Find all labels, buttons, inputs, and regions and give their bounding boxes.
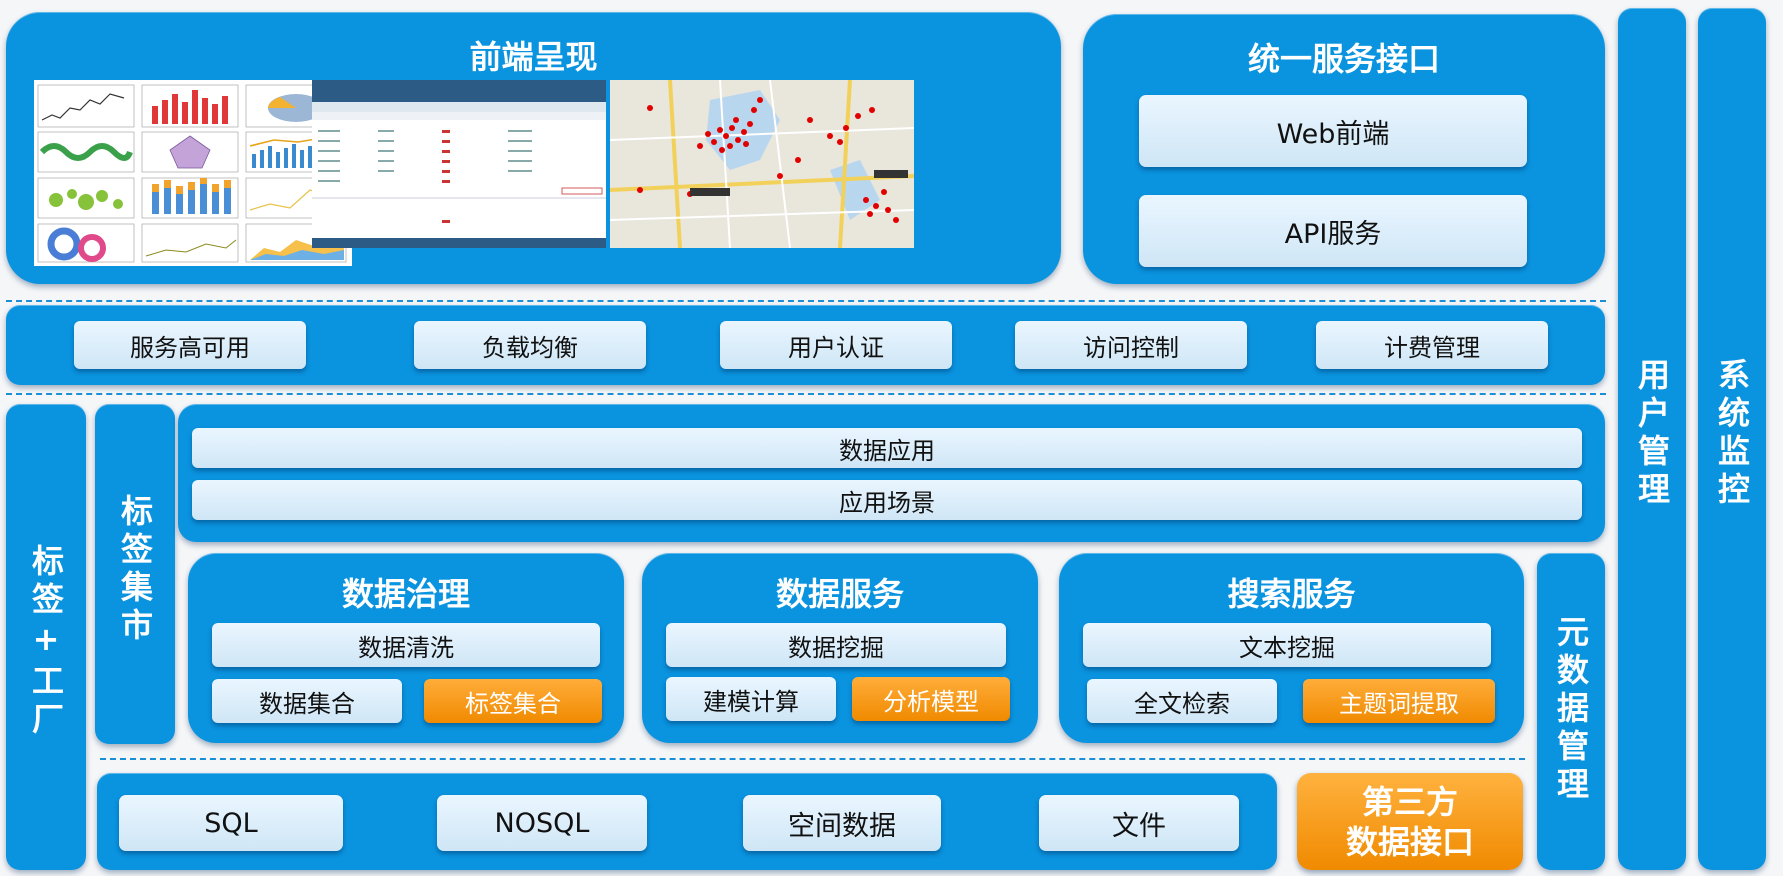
source-nosql: NOSQL bbox=[437, 795, 647, 851]
metadata-management-column: 元数据管理 bbox=[1537, 553, 1605, 870]
divider-bottom bbox=[100, 758, 1525, 760]
web-frontend-box: Web前端 bbox=[1139, 95, 1527, 167]
source-spatial-data: 空间数据 bbox=[743, 795, 941, 851]
data-mining-box: 数据挖掘 bbox=[666, 623, 1006, 667]
search-service-title: 搜索服务 bbox=[1227, 575, 1356, 613]
unified-service-panel: 统一服务接口 Web前端 API服务 bbox=[1083, 14, 1605, 284]
api-service-box: API服务 bbox=[1139, 195, 1527, 267]
data-governance-title: 数据治理 bbox=[341, 575, 470, 613]
data-governance-panel: 数据治理 数据清洗 数据集合 标签集合 bbox=[188, 553, 624, 743]
service-access-control: 访问控制 bbox=[1015, 321, 1247, 369]
divider-middle bbox=[6, 393, 1606, 395]
user-management-column: 用户管理 bbox=[1618, 8, 1686, 870]
system-monitor-label: 系统监控 bbox=[1713, 358, 1751, 510]
data-collection-box: 数据集合 bbox=[212, 679, 402, 723]
service-high-availability: 服务高可用 bbox=[74, 321, 306, 369]
service-load-balancing: 负载均衡 bbox=[414, 321, 646, 369]
frontend-panel: 前端呈现 bbox=[6, 12, 1061, 284]
service-billing: 计费管理 bbox=[1316, 321, 1548, 369]
system-monitor-column: 系统监控 bbox=[1698, 8, 1766, 870]
third-party-line1: 第三方 bbox=[1361, 782, 1458, 821]
user-management-label: 用户管理 bbox=[1633, 358, 1671, 510]
tag-market-label: 标签集市 bbox=[116, 494, 154, 646]
tag-market-column: 标签集市 bbox=[95, 404, 175, 744]
topic-extraction-box: 主题词提取 bbox=[1303, 679, 1495, 723]
third-party-data-interface: 第三方 数据接口 bbox=[1297, 773, 1523, 870]
service-user-auth: 用户认证 bbox=[720, 321, 952, 369]
frontend-title: 前端呈现 bbox=[469, 38, 598, 76]
source-sql: SQL bbox=[119, 795, 343, 851]
data-service-panel: 数据服务 数据挖掘 建模计算 分析模型 bbox=[642, 553, 1038, 743]
data-application-bar: 数据应用 bbox=[192, 428, 1582, 468]
tag-factory-label: 标签+工厂 bbox=[27, 544, 65, 740]
metadata-management-label: 元数据管理 bbox=[1552, 615, 1590, 805]
analysis-model-box: 分析模型 bbox=[852, 677, 1010, 721]
map-screenshot bbox=[610, 80, 914, 248]
unified-title: 统一服务接口 bbox=[1247, 40, 1440, 78]
data-sources-panel: SQL NOSQL 空间数据 文件 bbox=[97, 773, 1277, 870]
data-cleaning-box: 数据清洗 bbox=[212, 623, 600, 667]
third-party-line2: 数据接口 bbox=[1345, 822, 1474, 861]
tag-factory-column: 标签+工厂 bbox=[6, 404, 86, 870]
modeling-computation-box: 建模计算 bbox=[666, 677, 836, 721]
data-service-title: 数据服务 bbox=[775, 575, 904, 613]
chart-gallery-screenshot bbox=[34, 80, 352, 266]
service-bar: 服务高可用 负载均衡 用户认证 访问控制 计费管理 bbox=[6, 305, 1605, 385]
application-scenario-bar: 应用场景 bbox=[192, 480, 1582, 520]
source-file: 文件 bbox=[1039, 795, 1239, 851]
web-ui-screenshot bbox=[312, 80, 606, 248]
fulltext-search-box: 全文检索 bbox=[1087, 679, 1277, 723]
data-application-panel: 数据应用 应用场景 bbox=[178, 404, 1605, 542]
search-service-panel: 搜索服务 文本挖掘 全文检索 主题词提取 bbox=[1059, 553, 1524, 743]
tag-collection-box: 标签集合 bbox=[424, 679, 602, 723]
divider-top bbox=[6, 300, 1606, 302]
text-mining-box: 文本挖掘 bbox=[1083, 623, 1491, 667]
